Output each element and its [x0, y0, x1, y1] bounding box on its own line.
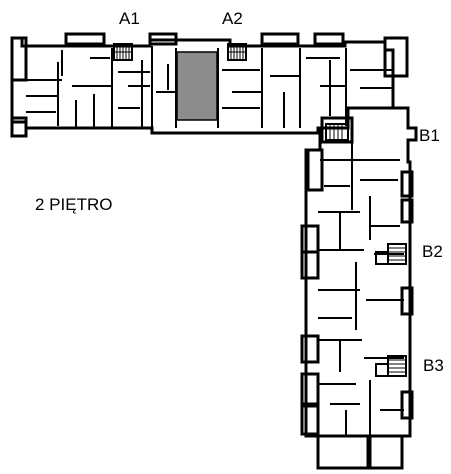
- staircase-a2: [227, 43, 247, 61]
- staircase-b1: [325, 123, 349, 141]
- staircase-b3: [375, 355, 407, 377]
- staircase-label-b3: B3: [423, 356, 444, 375]
- wing-b: [300, 106, 418, 470]
- staircase-a1: [113, 43, 133, 61]
- staircase-label-a2: A2: [222, 9, 243, 28]
- staircase-label-a1: A1: [119, 9, 140, 28]
- floor-label: 2 PIĘTRO: [35, 195, 113, 214]
- wing-b-walls: [318, 140, 404, 436]
- staircase-b2: [375, 243, 407, 265]
- staircase-label-b2: B2: [422, 242, 443, 261]
- selected-apartment[interactable]: [176, 51, 218, 121]
- staircase-label-b1: B1: [419, 126, 440, 145]
- wing-a: [10, 32, 409, 138]
- wing-a-walls: [26, 46, 392, 128]
